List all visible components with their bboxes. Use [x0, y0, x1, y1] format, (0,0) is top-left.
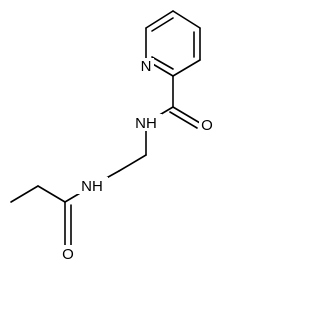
atom-ring-n: N: [138, 58, 154, 75]
ring-n-label: N: [141, 58, 152, 75]
carbonyl-o-label: O: [201, 117, 213, 134]
propanamide-o-label: O: [62, 246, 74, 263]
molecule-structure: N NH O NH O: [10, 10, 216, 263]
bond-c6-c5: [145, 10, 174, 29]
atom-propanamide-nh: NH: [76, 177, 108, 195]
bond-ch2-ch3: [10, 185, 39, 203]
atom-carbonyl-o: O: [199, 116, 216, 134]
ethylene-bridge: [91, 122, 147, 187]
propanamide-n-label: NH: [81, 178, 103, 195]
bond-carbonyl-c-o: [172, 106, 201, 124]
bond-c6-c5-inner: [151, 17, 174, 32]
bond-carbonyl-c-o-second: [169, 111, 198, 129]
bond-c3-c2: [172, 59, 201, 77]
atom-propanamide-o: O: [60, 245, 77, 263]
bond-c5-c4: [172, 10, 201, 29]
propanamide-group: [10, 185, 93, 246]
pyridine-ring: [145, 10, 201, 77]
bond-propanamide-c-ch2: [37, 185, 66, 203]
atom-amide-nh: NH: [130, 114, 162, 132]
bond-ch2-ch2: [118, 154, 147, 172]
bond-c2-ring-n-inner: [151, 56, 174, 70]
amide-n-label: NH: [135, 115, 157, 132]
